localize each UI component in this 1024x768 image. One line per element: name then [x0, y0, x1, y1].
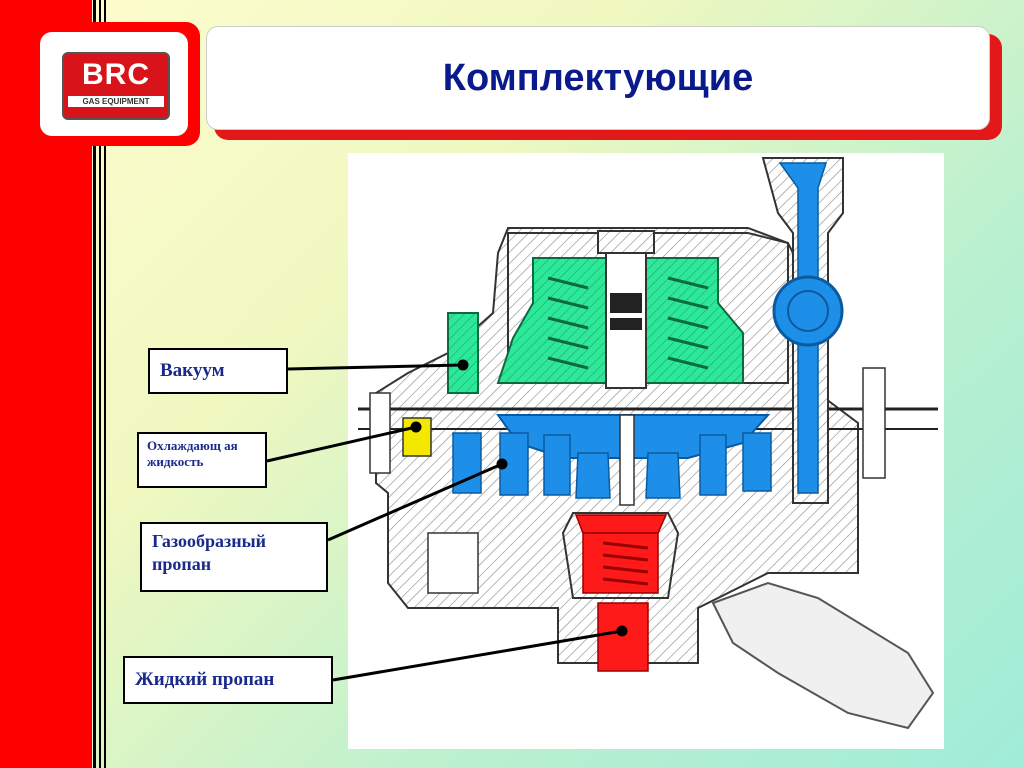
valve-spring	[602, 541, 649, 586]
label-gas-propane-text: Газообразный пропан	[152, 531, 267, 574]
top-cap	[597, 230, 655, 254]
central-rod	[619, 414, 635, 506]
left-bolt	[369, 392, 391, 474]
label-vacuum-text: Вакуум	[160, 360, 225, 382]
outlet-ball	[772, 275, 844, 347]
left-rule-2	[99, 0, 101, 768]
logo-background: BRC GAS EQUIPMENT	[40, 32, 188, 136]
vacuum-springs	[547, 276, 709, 370]
outlet-elbow	[711, 581, 935, 730]
label-liquid-propane: Жидкий пропан	[123, 656, 333, 704]
logo-frame: BRC GAS EQUIPMENT	[28, 22, 200, 146]
label-coolant-text: Охлаждающ ая жидкость	[147, 438, 238, 470]
page-title: Комплектующие	[442, 56, 754, 99]
label-gas-propane: Газообразный пропан	[140, 522, 328, 592]
left-rule-1	[93, 0, 96, 768]
liquid-inlet	[597, 602, 649, 672]
logo-brand: BRC	[82, 58, 150, 91]
title-banner: Комплектующие	[206, 26, 990, 130]
right-bolt	[862, 367, 886, 479]
brc-logo: BRC GAS EQUIPMENT	[62, 52, 170, 120]
left-rule-3	[104, 0, 106, 768]
label-coolant: Охлаждающ ая жидкость	[137, 432, 267, 488]
lower-port	[427, 532, 479, 594]
coolant-passage	[402, 417, 432, 457]
vacuum-nozzle	[447, 312, 479, 394]
label-liquid-propane-text: Жидкий пропан	[135, 669, 275, 691]
reducer-cross-section	[358, 157, 938, 730]
reducer-diagram	[348, 153, 944, 749]
label-vacuum: Вакуум	[148, 348, 288, 394]
logo-subtitle: GAS EQUIPMENT	[68, 96, 164, 107]
